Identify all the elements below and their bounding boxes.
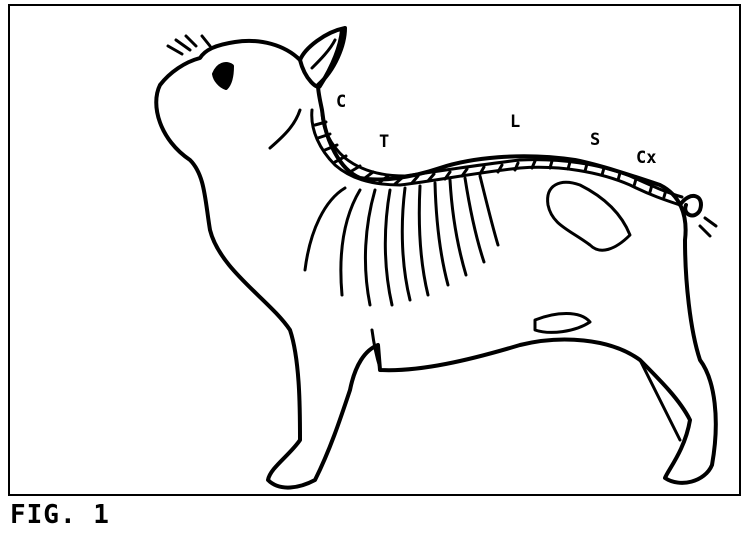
belly-fold xyxy=(535,314,590,333)
figure-caption: FIG. 1 xyxy=(10,500,110,530)
region-label-coccygeal: Cx xyxy=(636,148,656,168)
tail-marks xyxy=(700,218,716,236)
region-label-thoracic: T xyxy=(379,132,389,152)
region-label-lumbar: L xyxy=(510,112,520,132)
hip-bone xyxy=(548,182,630,250)
jowl xyxy=(270,110,300,148)
ribs xyxy=(305,176,498,305)
dog-outline xyxy=(156,28,716,488)
hind-leg-line xyxy=(640,360,680,440)
eye xyxy=(214,64,232,88)
region-label-cervical: C xyxy=(336,92,346,112)
region-label-sacral: S xyxy=(590,130,600,150)
